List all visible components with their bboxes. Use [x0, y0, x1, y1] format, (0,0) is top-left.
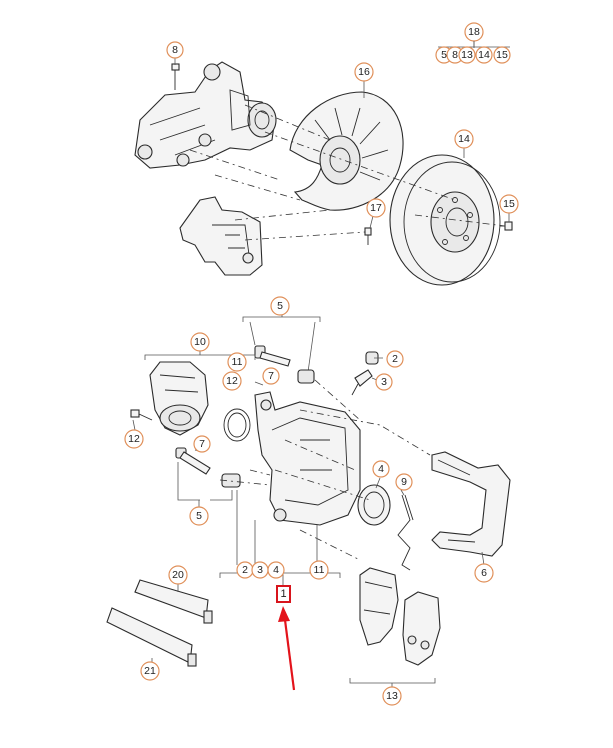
svg-text:1: 1 — [280, 588, 286, 600]
caliper-motor — [149, 361, 209, 436]
callout-13-bottom: 13 — [382, 686, 402, 706]
callout-12-left: 12 — [124, 429, 144, 449]
svg-text:9: 9 — [401, 476, 407, 488]
callout-6: 6 — [474, 563, 494, 583]
svg-text:12: 12 — [226, 375, 238, 387]
caliper-preview — [179, 196, 263, 276]
grease-tube-21 — [106, 607, 197, 667]
svg-text:6: 6 — [481, 567, 487, 579]
o-ring — [223, 408, 251, 442]
svg-text:16: 16 — [358, 66, 370, 78]
svg-text:4: 4 — [273, 564, 279, 576]
callout-18-sub-5: 5 — [441, 49, 447, 61]
brake-pad-outer — [359, 567, 399, 646]
svg-text:17: 17 — [370, 202, 382, 214]
svg-text:14: 14 — [458, 133, 470, 145]
svg-text:18: 18 — [468, 26, 480, 38]
svg-text:7: 7 — [268, 370, 274, 382]
callout-7-left: 7 — [193, 435, 211, 453]
svg-text:4: 4 — [378, 463, 384, 475]
brake-pad-inner — [402, 591, 441, 666]
brake-disc — [389, 154, 501, 286]
svg-text:2: 2 — [242, 564, 248, 576]
callout-3-right: 3 — [375, 373, 393, 391]
callout-18-group: 18 5 8 13 14 15 — [435, 22, 511, 64]
spring-clip — [397, 494, 414, 571]
carrier-bracket — [431, 451, 511, 557]
callout-4-right: 4 — [372, 460, 390, 478]
svg-text:11: 11 — [314, 564, 325, 576]
callout-11-top: 11 — [227, 352, 247, 372]
bolt-8 — [171, 63, 180, 90]
callout-3-bottom: 3 — [251, 561, 269, 579]
callout-18-sub-15: 15 — [496, 49, 508, 61]
svg-text:11: 11 — [232, 356, 243, 368]
grease-tube-20 — [134, 579, 213, 624]
svg-text:8: 8 — [172, 44, 178, 56]
callout-20: 20 — [168, 565, 188, 585]
svg-text:2: 2 — [392, 353, 398, 365]
svg-text:5: 5 — [196, 510, 202, 522]
svg-text:5: 5 — [277, 300, 283, 312]
callout-18-sub-13: 13 — [461, 49, 473, 61]
bolt-12-left — [130, 409, 153, 421]
svg-text:10: 10 — [194, 336, 206, 348]
brake-shield — [289, 91, 404, 211]
callout-15: 15 — [499, 194, 519, 214]
callout-5-bottom: 5 — [189, 506, 209, 526]
callout-8: 8 — [166, 41, 184, 59]
screw-17 — [364, 227, 372, 245]
guide-bolt-lower — [175, 447, 241, 488]
bleeder-valve — [351, 369, 373, 396]
callout-7-top: 7 — [262, 367, 280, 385]
callout-2-bottom: 2 — [236, 561, 254, 579]
callout-11-bottom: 11 — [309, 560, 329, 580]
red-pointer-arrow — [278, 606, 296, 691]
callout-12-top: 12 — [222, 371, 242, 391]
highlighted-part-1[interactable]: 1 — [276, 585, 291, 603]
svg-text:3: 3 — [381, 376, 387, 388]
callout-18-sub-14: 14 — [478, 49, 490, 61]
callout-18-sub-8: 8 — [452, 49, 458, 61]
piston-seal — [357, 484, 391, 526]
callout-9: 9 — [395, 473, 413, 491]
callout-10: 10 — [190, 332, 210, 352]
callout-21: 21 — [140, 661, 160, 681]
svg-text:3: 3 — [257, 564, 263, 576]
guide-bolt-pair-top — [254, 345, 315, 384]
callout-2-right: 2 — [386, 350, 404, 368]
callout-14: 14 — [454, 129, 474, 149]
callout-4-bottom: 4 — [267, 561, 285, 579]
svg-text:13: 13 — [386, 690, 398, 702]
svg-text:15: 15 — [503, 198, 515, 210]
callout-5-top: 5 — [270, 296, 290, 316]
caliper-housing — [254, 391, 361, 526]
svg-text:7: 7 — [199, 438, 205, 450]
callout-16: 16 — [354, 62, 374, 82]
svg-text:12: 12 — [128, 433, 140, 445]
wheel-bearing-housing — [134, 61, 277, 169]
callout-17: 17 — [366, 198, 386, 218]
svg-text:20: 20 — [172, 569, 184, 581]
svg-text:21: 21 — [144, 665, 156, 677]
